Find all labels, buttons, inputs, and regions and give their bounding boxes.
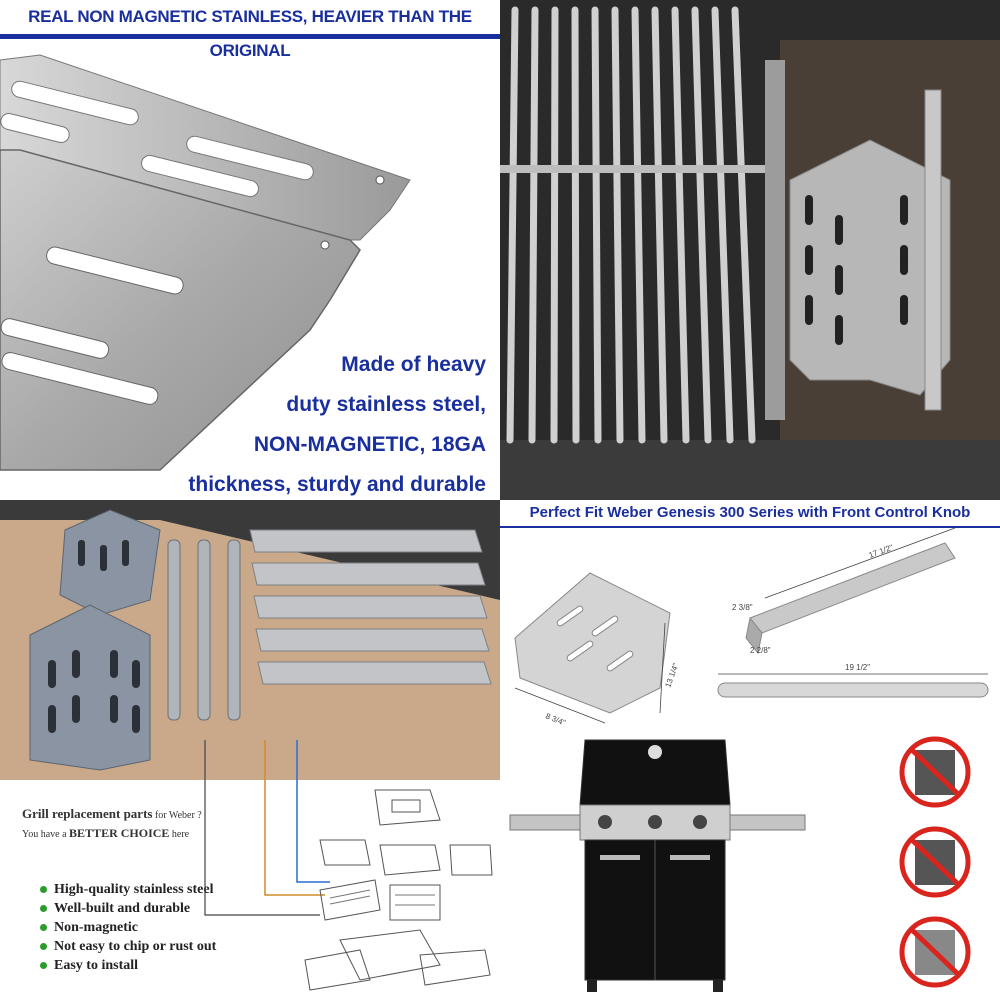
fit-banner-underline [500,526,1000,528]
feature-list: High-quality stainless steel Well-built … [40,880,216,975]
heat-plate-image [0,54,411,471]
better-choice-line: You have a BETTER CHOICE here [22,826,189,841]
feature-item: Not easy to chip or rust out [40,937,216,956]
claim-line: thickness, sturdy and durable [188,473,486,496]
prohibit-icon [899,826,971,898]
fit-banner: Perfect Fit Weber Genesis 300 Series wit… [500,500,1000,526]
material-claim: Made of heavy duty stainless steel, NON-… [156,345,486,500]
panel-installed-grill [500,0,1000,500]
weber-grill-image [509,739,806,992]
plate-width-label: 8 3/4" [544,712,567,728]
exploded-grill-diagram [304,789,493,991]
plate-length-label: 13 1/4" [663,662,680,689]
prohibit-icon [899,916,971,988]
parts-heading-main: Grill replacement parts [22,806,153,821]
installed-grill-photo [500,0,1000,500]
bar-width-label: 2 2/8" [750,646,771,655]
parts-heading-small: for Weber ? [152,810,202,821]
prohibit-icon [899,736,971,808]
dimension-drawing: 8 3/4" 13 1/4" 17 1/2" 2 3/8" 2 2/8" 19 … [514,528,989,728]
better-choice-suffix: here [169,829,190,840]
feature-item: Non-magnetic [40,918,216,937]
panel1-banner: REAL NON MAGNETIC STAINLESS, HEAVIER THA… [28,7,472,60]
burner-length-label: 19 1/2" [845,663,870,672]
leader-lines [204,740,330,916]
claim-line: NON-MAGNETIC, 18GA [253,433,486,456]
panel-heat-plate-closeup: REAL NON MAGNETIC STAINLESS, HEAVIER THA… [0,0,500,500]
incompatible-grills [899,736,971,988]
parts-heading: Grill replacement parts for Weber ? [22,806,202,822]
bar-height-label: 2 3/8" [732,603,753,612]
feature-item: Well-built and durable [40,899,216,918]
panel-dimensions: Perfect Fit Weber Genesis 300 Series wit… [500,500,1000,1000]
panel-parts-kit: Grill replacement parts for Weber ? You … [0,500,500,1000]
feature-item: High-quality stainless steel [40,880,216,899]
better-choice-prefix: You have a [22,829,70,840]
banner-underline [0,34,500,39]
claim-line: Made of heavy [341,353,486,376]
feature-item: Easy to install [40,956,216,975]
bar-length-label: 17 1/2" [868,543,895,560]
better-choice-bold: BETTER CHOICE [69,826,170,840]
parts-kit-photo [0,500,500,780]
claim-line: duty stainless steel, [286,393,486,416]
